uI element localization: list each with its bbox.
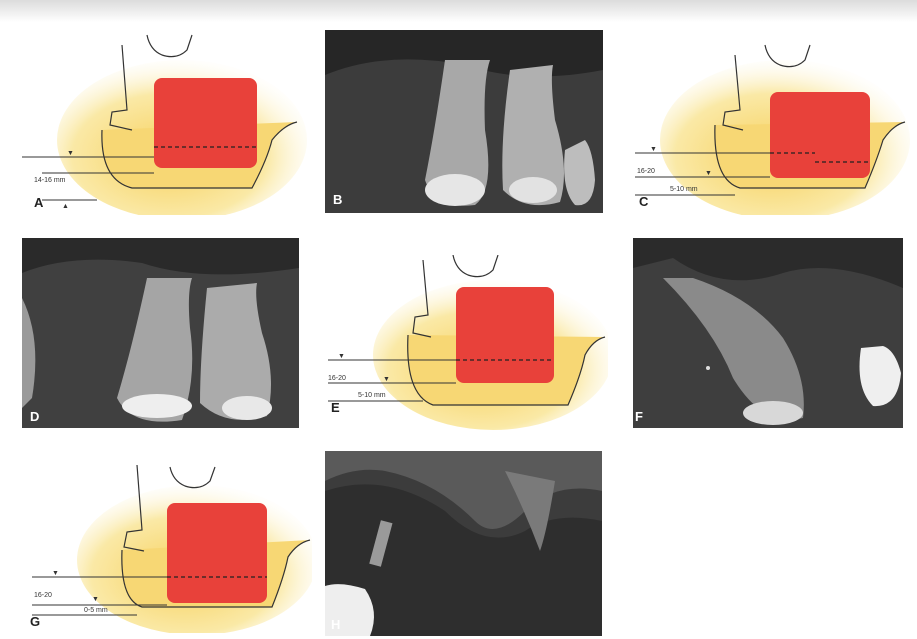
measurement-label: 5-10 mm [358, 392, 386, 399]
panel-label: G [30, 615, 40, 628]
arrow-marker: ▼ [650, 146, 657, 153]
measurement-label: 14-16 mm [34, 177, 66, 184]
arrow-marker: ▲ [62, 203, 69, 210]
panel-f-radiograph: F [633, 238, 903, 428]
panel-b-radiograph: B [325, 30, 603, 213]
measurement-label: 16-20 [637, 168, 655, 175]
arrow-marker: ▼ [705, 170, 712, 177]
restoration [509, 177, 557, 203]
panel-e-diagram: 16-20 5-10 mm ▼ ▼ E [323, 255, 608, 430]
arrow-marker: ▼ [383, 376, 390, 383]
measurement-label: 16-20 [34, 592, 52, 599]
panel-label: B [333, 193, 342, 206]
radiograph-f [633, 238, 903, 428]
graft-area [167, 503, 267, 603]
restoration [743, 401, 803, 425]
arrow-marker: ▼ [67, 150, 74, 157]
arrow-marker: ▼ [92, 596, 99, 603]
radiograph-h [325, 451, 602, 636]
panel-label: D [30, 410, 39, 423]
panel-d-radiograph: D [22, 238, 299, 428]
panel-h-radiograph: H [325, 451, 602, 636]
nasal-outline [147, 35, 192, 57]
radiograph-b [325, 30, 603, 213]
panel-label: E [331, 401, 340, 414]
sinus-diagram-c: 16-20 5-10 mm ▼ ▼ [625, 30, 910, 215]
measurement-label: 0-5 mm [84, 607, 108, 614]
panel-label: H [331, 618, 340, 631]
graft-area [154, 78, 257, 168]
sinus-diagram-a: 14-16 mm ▲ ▼ [22, 30, 307, 215]
restoration [222, 396, 272, 420]
marker-dot [706, 366, 710, 370]
panel-g-diagram: 16-20 0-5 mm ▼ ▼ G [22, 455, 312, 633]
top-bar [0, 0, 917, 22]
panel-label: F [635, 410, 643, 423]
sinus-diagram-e: 16-20 5-10 mm ▼ ▼ [323, 255, 608, 430]
arrow-marker: ▼ [52, 570, 59, 577]
graft-area [456, 287, 554, 383]
measurement-label: 16-20 [328, 375, 346, 382]
nasal-outline [170, 467, 215, 488]
panel-label: A [34, 196, 43, 209]
restoration [122, 394, 192, 418]
panel-c-diagram: 16-20 5-10 mm ▼ ▼ C [625, 30, 910, 215]
arrow-marker: ▼ [338, 353, 345, 360]
panel-label: C [639, 195, 648, 208]
restoration [425, 174, 485, 206]
radiograph-d [22, 238, 299, 428]
graft-area [770, 92, 870, 178]
sinus-diagram-g: 16-20 0-5 mm ▼ ▼ [22, 455, 312, 633]
measurement-label: 5-10 mm [670, 186, 698, 193]
nasal-outline [453, 255, 498, 277]
panel-a-diagram: 14-16 mm ▲ ▼ A [22, 30, 307, 215]
